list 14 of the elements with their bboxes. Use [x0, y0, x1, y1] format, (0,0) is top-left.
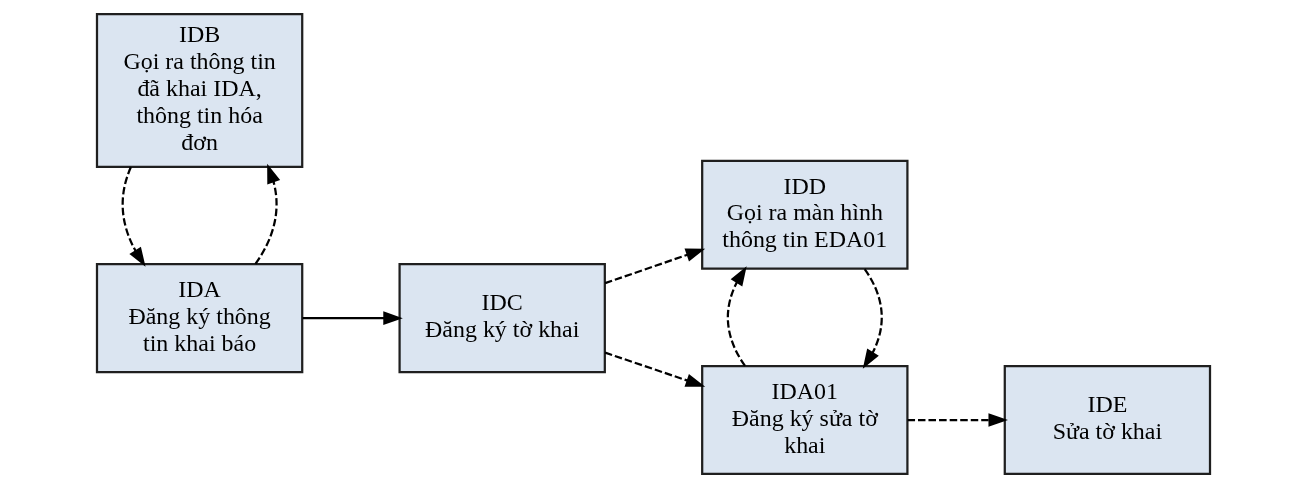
arrow [254, 163, 280, 265]
arrow [121, 166, 146, 267]
arrow [604, 351, 705, 387]
arrow [726, 266, 747, 367]
arrow [302, 311, 403, 325]
arrow [862, 268, 883, 369]
arrow [604, 248, 705, 285]
node-box: IDA01 Đăng ký sửa tờ khai [700, 364, 909, 476]
node-box: IDC Đăng ký tờ khai [397, 263, 606, 374]
node-box: IDA Đăng ký thông tin khai báo [95, 263, 303, 374]
node-box: IDE Sửa tờ khai [1003, 364, 1211, 476]
node-box: IDB Gọi ra thông tin đã khai IDA, thông tin hóa đơn [95, 12, 303, 168]
node-box: IDD Gọi ra màn hình thông tin EDA01 [700, 159, 909, 270]
arrow [907, 413, 1008, 427]
